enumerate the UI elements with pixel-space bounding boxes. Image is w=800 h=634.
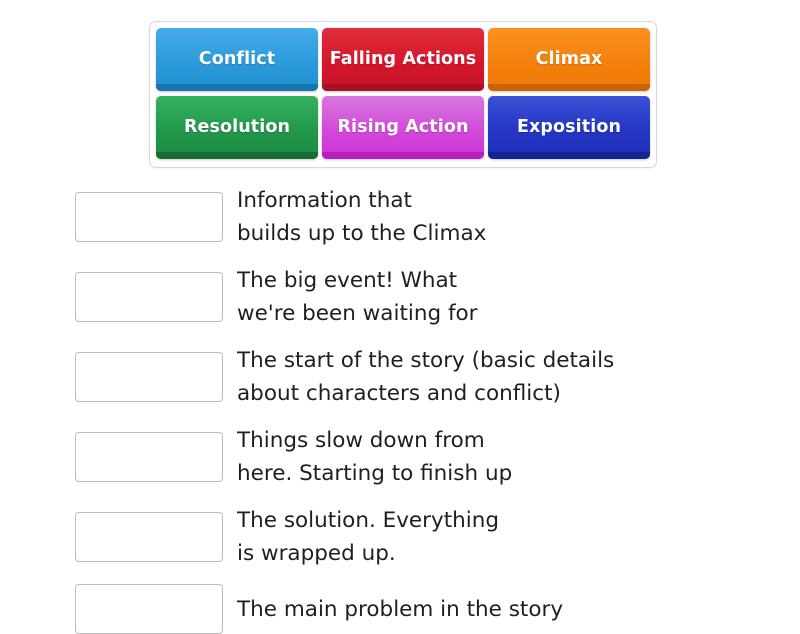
answer-row: Things slow down from here. Starting to … <box>75 424 775 490</box>
answer-blank[interactable] <box>75 584 223 634</box>
answer-blank[interactable] <box>75 352 223 402</box>
tile-row-1: Conflict Falling Actions Climax <box>156 28 650 91</box>
answer-prompt: The solution. Everything is wrapped up. <box>237 508 500 566</box>
tile-label: Resolution <box>183 117 291 138</box>
tile-climax[interactable]: Climax <box>488 28 650 91</box>
answer-blank[interactable] <box>75 192 223 242</box>
tile-resolution[interactable]: Resolution <box>156 96 318 159</box>
tile-falling-actions[interactable]: Falling Actions <box>322 28 484 91</box>
answer-list: Information that builds up to the Climax… <box>75 184 775 634</box>
answer-prompt: The main problem in the story <box>237 596 564 622</box>
answer-prompt: Information that builds up to the Climax <box>237 188 487 246</box>
tile-rising-action[interactable]: Rising Action <box>322 96 484 159</box>
tile-conflict[interactable]: Conflict <box>156 28 318 91</box>
tile-bank: Conflict Falling Actions Climax Resoluti… <box>149 21 657 168</box>
answer-prompt: The start of the story (basic details ab… <box>237 348 615 406</box>
answer-blank[interactable] <box>75 432 223 482</box>
tile-label: Conflict <box>198 49 276 70</box>
tile-row-2: Resolution Rising Action Exposition <box>156 96 650 159</box>
answer-row: The main problem in the story <box>75 584 775 634</box>
tile-label: Rising Action <box>337 117 469 138</box>
answer-prompt: The big event! What we're been waiting f… <box>237 268 478 326</box>
answer-blank[interactable] <box>75 272 223 322</box>
tile-exposition[interactable]: Exposition <box>488 96 650 159</box>
tile-label: Exposition <box>516 117 622 138</box>
tile-label: Falling Actions <box>329 49 477 70</box>
answer-row: The start of the story (basic details ab… <box>75 344 775 410</box>
answer-row: Information that builds up to the Climax <box>75 184 775 250</box>
answer-blank[interactable] <box>75 512 223 562</box>
answer-prompt: Things slow down from here. Starting to … <box>237 428 513 486</box>
answer-row: The big event! What we're been waiting f… <box>75 264 775 330</box>
answer-row: The solution. Everything is wrapped up. <box>75 504 775 570</box>
tile-label: Climax <box>535 49 603 70</box>
